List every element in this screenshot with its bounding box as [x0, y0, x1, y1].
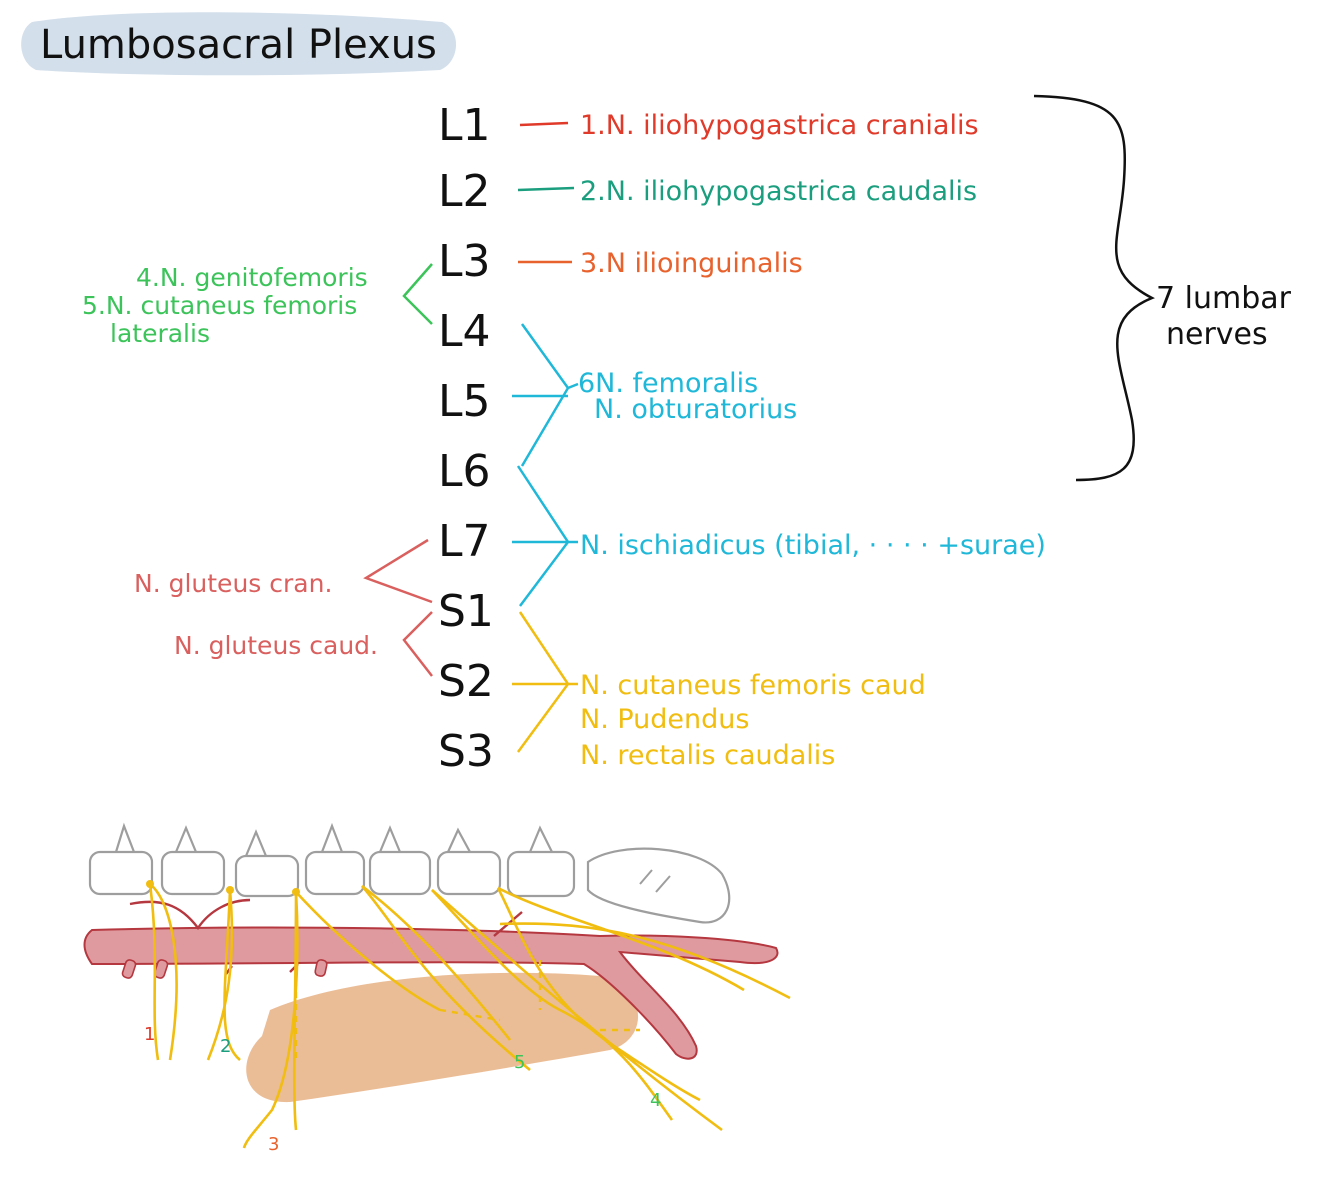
ischiadicus-lines — [512, 465, 578, 607]
label-cut-fem-lat-1: 5.N. cutaneus femoris — [82, 291, 357, 320]
label-femoralis: 6N. femoralis — [578, 368, 758, 399]
num-2: 2 — [220, 1036, 231, 1057]
label-gluteus-caud: N. gluteus caud. — [174, 631, 378, 660]
root-s1: S1 — [438, 586, 494, 637]
page-title: Lumbosacral Plexus — [40, 22, 437, 68]
sacral-lines — [512, 611, 578, 753]
psoas-muscle — [246, 972, 639, 1103]
label-pudendus: N. Pudendus — [580, 704, 749, 735]
label-l2: 2.N. iliohypogastrica caudalis — [580, 176, 977, 207]
root-l1: L1 — [438, 100, 491, 151]
genitofemoral-lines — [402, 263, 433, 325]
label-obturatorius: N. obturatorius — [594, 394, 797, 425]
sacrum-marks — [639, 869, 671, 893]
label-gluteus-cran: N. gluteus cran. — [134, 569, 332, 598]
gluteus-lines — [363, 538, 433, 677]
femoralis-lines — [512, 323, 579, 467]
label-ischiadicus: N. ischiadicus (tibial, · · · · +surae) — [580, 530, 1046, 561]
root-l7: L7 — [438, 516, 491, 567]
num-5: 5 — [514, 1052, 525, 1073]
label-genitofemoralis: 4.N. genitofemoris — [136, 263, 368, 292]
nerve-fibers — [148, 882, 791, 1149]
brace-label-line1: 7 lumbar — [1156, 281, 1292, 316]
root-s3: S3 — [438, 726, 494, 777]
root-l4: L4 — [438, 306, 491, 357]
aorta — [83, 926, 779, 1060]
lumbar-brace — [1033, 94, 1155, 482]
num-3: 3 — [268, 1134, 279, 1155]
title-highlight — [21, 12, 457, 76]
num-4: 4 — [650, 1090, 661, 1111]
label-l3: 3.N ilioinguinalis — [580, 248, 803, 279]
lumbar-arteries — [121, 959, 328, 979]
label-l1: 1.N. iliohypogastrica cranialis — [580, 110, 979, 141]
root-l5: L5 — [438, 376, 491, 427]
root-l3: L3 — [438, 236, 491, 287]
l1-connector — [519, 121, 569, 127]
label-cut-fem-caud: N. cutaneus femoris caud — [580, 670, 926, 701]
root-labels: L1 L2 L3 L4 L5 L6 L7 S1 S2 S3 — [438, 100, 494, 777]
brace-label-line2: nerves — [1166, 317, 1268, 352]
label-cut-fem-lat-2: lateralis — [110, 319, 210, 348]
spinous-processes — [114, 822, 553, 857]
vertebral-bodies — [88, 847, 731, 924]
nerve-root-dots — [146, 880, 300, 896]
num-1: 1 — [144, 1024, 155, 1045]
root-s2: S2 — [438, 656, 494, 707]
l2-connector — [517, 186, 575, 192]
label-rectalis: N. rectalis caudalis — [580, 740, 835, 771]
root-l6: L6 — [438, 446, 491, 497]
root-l2: L2 — [438, 166, 491, 217]
nerve-dashes — [294, 960, 640, 1060]
anatomy-illustration: 1 2 3 4 5 — [83, 822, 791, 1155]
